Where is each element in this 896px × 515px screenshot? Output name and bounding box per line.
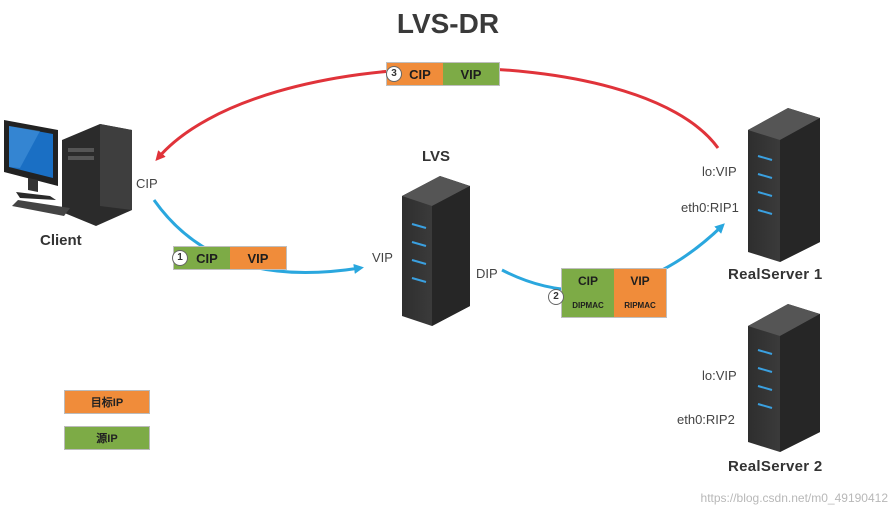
lvs-vip-label: VIP bbox=[372, 250, 393, 265]
packet-1-dst: VIP bbox=[230, 247, 286, 269]
client-label: Client bbox=[40, 232, 82, 249]
packet-1: CIP VIP bbox=[173, 246, 287, 270]
packet-1-number: 1 bbox=[172, 250, 188, 266]
packet-2-src-ip: CIP bbox=[562, 269, 614, 293]
diagram-title: LVS-DR bbox=[396, 8, 500, 39]
realserver2-label: RealServer 2 bbox=[728, 458, 823, 475]
packet-2-dst-ip: VIP bbox=[614, 269, 666, 293]
packet-2-src-mac: DIPMAC bbox=[562, 293, 614, 317]
client-cip-label: CIP bbox=[136, 176, 158, 191]
client-computer-icon bbox=[4, 120, 132, 226]
realserver1-icon bbox=[748, 108, 820, 262]
watermark: https://blog.csdn.net/m0_49190412 bbox=[700, 491, 888, 505]
rs1-eth0-label: eth0:RIP1 bbox=[681, 200, 739, 215]
realserver2-icon bbox=[748, 304, 820, 452]
packet-3-dst: VIP bbox=[443, 63, 499, 85]
packet-1-src: CIP bbox=[174, 247, 230, 269]
rs2-lo-label: lo:VIP bbox=[702, 368, 737, 383]
packet-3: CIP VIP bbox=[386, 62, 500, 86]
packet-2-dst-mac: RIPMAC bbox=[614, 293, 666, 317]
lvs-dip-label: DIP bbox=[476, 266, 498, 281]
packet-3-src: CIP bbox=[387, 63, 443, 85]
lvs-label: LVS bbox=[422, 148, 451, 165]
packet-2-number: 2 bbox=[548, 289, 564, 305]
lvs-server-icon bbox=[402, 176, 470, 326]
rs2-eth0-label: eth0:RIP2 bbox=[677, 412, 735, 427]
rs1-lo-label: lo:VIP bbox=[702, 164, 737, 179]
realserver1-label: RealServer 1 bbox=[728, 266, 823, 283]
packet-3-number: 3 bbox=[386, 66, 402, 82]
packet-2: CIP VIP DIPMAC RIPMAC bbox=[561, 268, 667, 318]
legend-target-ip: 目标IP bbox=[64, 390, 150, 414]
legend-source-ip: 源IP bbox=[64, 426, 150, 450]
